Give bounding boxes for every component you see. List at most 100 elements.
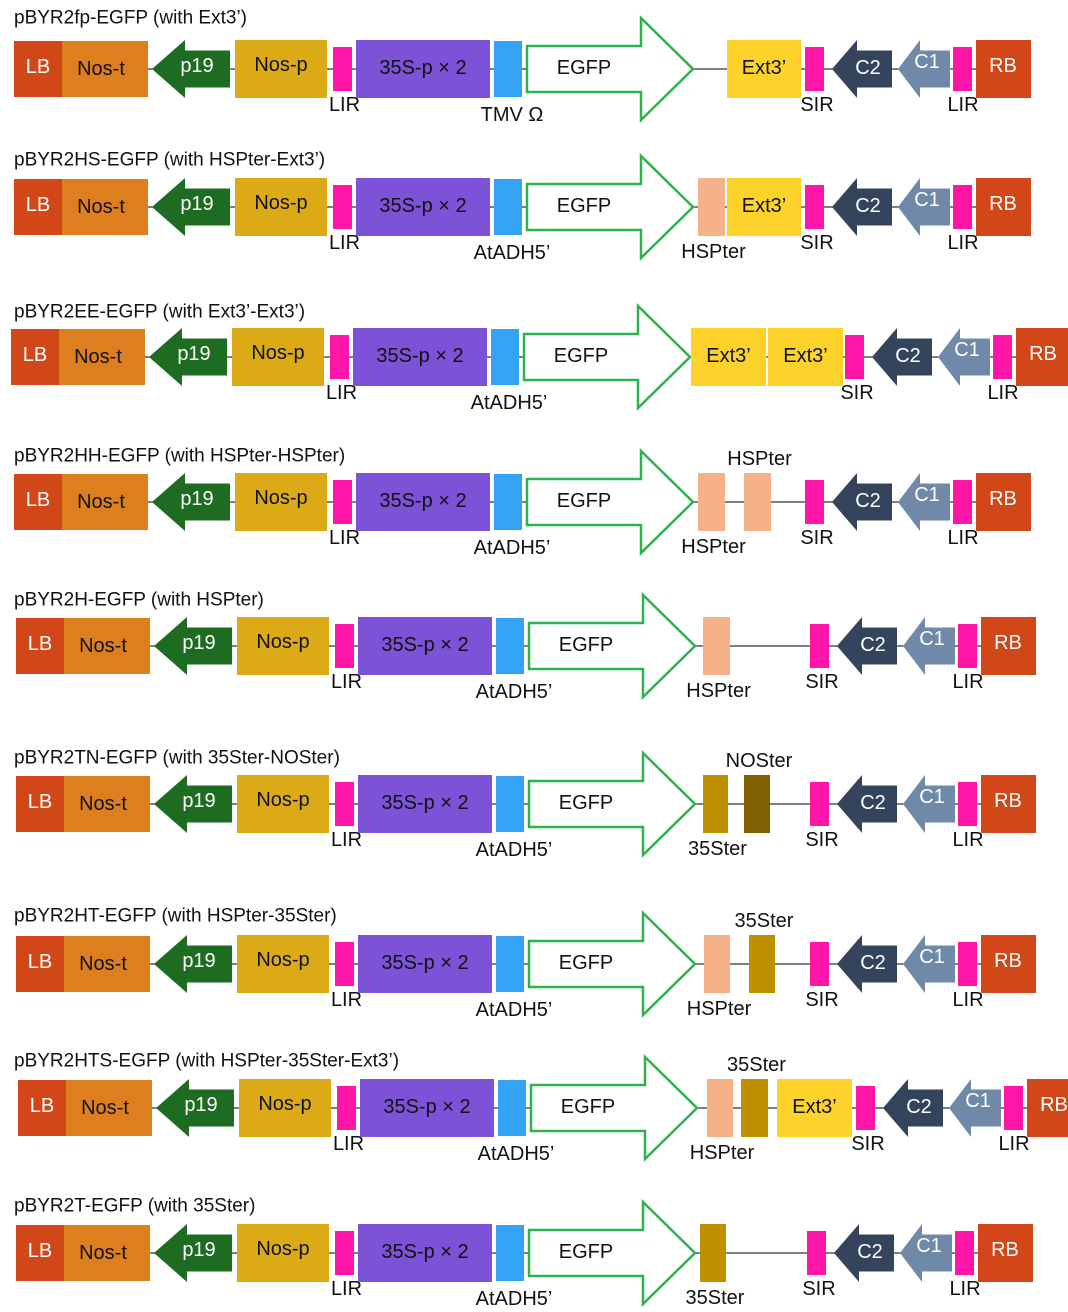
nos-p-box [237, 617, 329, 675]
ext3-box [727, 40, 801, 98]
lir-label: LIR [331, 1278, 362, 1300]
c1-label: C1 [914, 51, 940, 73]
egfp-arrow [527, 592, 697, 700]
rb-label: RB [989, 193, 1017, 215]
lb-label: LB [26, 489, 50, 511]
c2-label: C2 [860, 792, 886, 814]
sir-box [810, 942, 829, 986]
c2-label: C2 [855, 490, 881, 512]
35ster-box [749, 935, 775, 993]
nos-p-label: Nos-p [256, 1238, 309, 1260]
sir-label: SIR [800, 527, 833, 549]
egfp-label: EGFP [557, 490, 611, 512]
nos-t-label: Nos-t [77, 196, 125, 218]
promoter-35s-label: 35S-p × 2 [381, 634, 468, 656]
egfp-label: EGFP [561, 1096, 615, 1118]
nos-p-box [235, 473, 327, 531]
construct-title: pBYR2HT-EGFP (with HSPter-35Ster) [14, 906, 337, 927]
hspter-label: HSPter [727, 448, 792, 470]
utr-box [494, 474, 522, 530]
rb-box [978, 1224, 1033, 1282]
sir-label: SIR [851, 1133, 884, 1155]
c2-label: C2 [857, 1241, 883, 1263]
utr-box [496, 618, 524, 674]
c1-label: C1 [919, 946, 945, 968]
lir-box [335, 782, 354, 826]
egfp-arrow [527, 750, 697, 858]
nos-p-label: Nos-p [254, 192, 307, 214]
promoter-35s-label: 35S-p × 2 [381, 792, 468, 814]
p19-label: p19 [180, 55, 213, 77]
promoter-35s-box [356, 178, 490, 236]
promoter-35s-box [358, 775, 492, 833]
c1-label: C1 [919, 628, 945, 650]
utr-box [491, 329, 519, 385]
utr-label: AtADH5’ [474, 537, 551, 559]
lb-box [11, 329, 59, 385]
p19-arrow [154, 617, 232, 675]
lir-box [958, 782, 977, 826]
p19-label: p19 [182, 950, 215, 972]
egfp-arrow [525, 15, 695, 123]
egfp-label: EGFP [559, 634, 613, 656]
construct-title: pBYR2fp-EGFP (with Ext3’) [14, 8, 247, 29]
promoter-35s-label: 35S-p × 2 [383, 1096, 470, 1118]
35ster-label: 35Ster [727, 1054, 786, 1076]
lb-label: LB [26, 56, 50, 78]
rb-box [976, 40, 1031, 98]
lb-box [16, 1225, 64, 1281]
p19-label: p19 [177, 343, 210, 365]
lir-label: LIR [949, 1278, 980, 1300]
hspter-label: HSPter [690, 1142, 755, 1164]
ext3-box [727, 178, 801, 236]
utr-label: AtADH5’ [476, 681, 553, 703]
promoter-35s-box [358, 935, 492, 993]
lir-box [335, 942, 354, 986]
c2-arrow [837, 617, 897, 675]
construct-title: pBYR2EE-EGFP (with Ext3’-Ext3’) [14, 302, 305, 323]
sir-box [845, 335, 864, 379]
35ster-label: 35Ster [735, 910, 794, 932]
promoter-35s-label: 35S-p × 2 [379, 490, 466, 512]
35ster-label: 35Ster [688, 838, 747, 860]
p19-arrow [149, 328, 227, 386]
lir-box [958, 624, 977, 668]
lir-label: LIR [952, 829, 983, 851]
nos-p-box [237, 1224, 329, 1282]
rb-box [976, 178, 1031, 236]
hspter-label: HSPter [686, 680, 751, 702]
egfp-label: EGFP [559, 1241, 613, 1263]
promoter-35s-label: 35S-p × 2 [376, 345, 463, 367]
p19-label: p19 [184, 1094, 217, 1116]
lir-box [333, 480, 352, 524]
lir-label: LIR [952, 989, 983, 1011]
nos-t-box [62, 41, 148, 97]
ext3-label: Ext3’ [742, 195, 786, 217]
lir-box [330, 335, 349, 379]
lir-label: LIR [998, 1133, 1029, 1155]
lb-box [14, 179, 62, 235]
sir-label: SIR [805, 989, 838, 1011]
c2-arrow [832, 40, 892, 98]
c2-arrow [883, 1079, 943, 1137]
lir-label: LIR [952, 671, 983, 693]
35ster-box [741, 1079, 768, 1137]
sir-label: SIR [805, 671, 838, 693]
p19-arrow [154, 1224, 232, 1282]
c1-arrow [900, 1224, 952, 1282]
hspter-label: HSPter [687, 998, 752, 1020]
nos-t-label: Nos-t [79, 1242, 127, 1264]
nos-t-box [64, 936, 150, 992]
lir-label: LIR [329, 94, 360, 116]
lb-box [14, 474, 62, 530]
promoter-35s-box [356, 40, 490, 98]
lir-box [333, 185, 352, 229]
lb-label: LB [30, 1095, 54, 1117]
c2-arrow [837, 935, 897, 993]
promoter-35s-box [353, 328, 487, 386]
c2-label: C2 [906, 1096, 932, 1118]
35ster-box [700, 1224, 726, 1282]
